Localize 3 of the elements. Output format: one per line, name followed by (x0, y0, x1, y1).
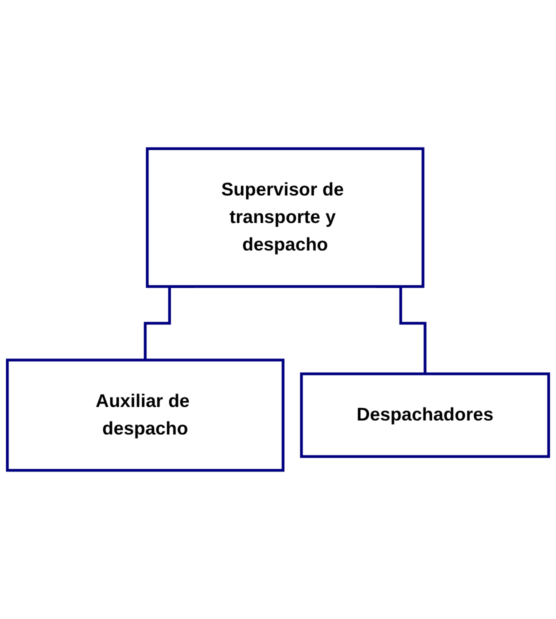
node-box: Auxiliar de despacho (6, 358, 284, 472)
node-box: Despachadores (300, 372, 550, 458)
node-box: Supervisor de transporte y despacho (146, 147, 424, 288)
